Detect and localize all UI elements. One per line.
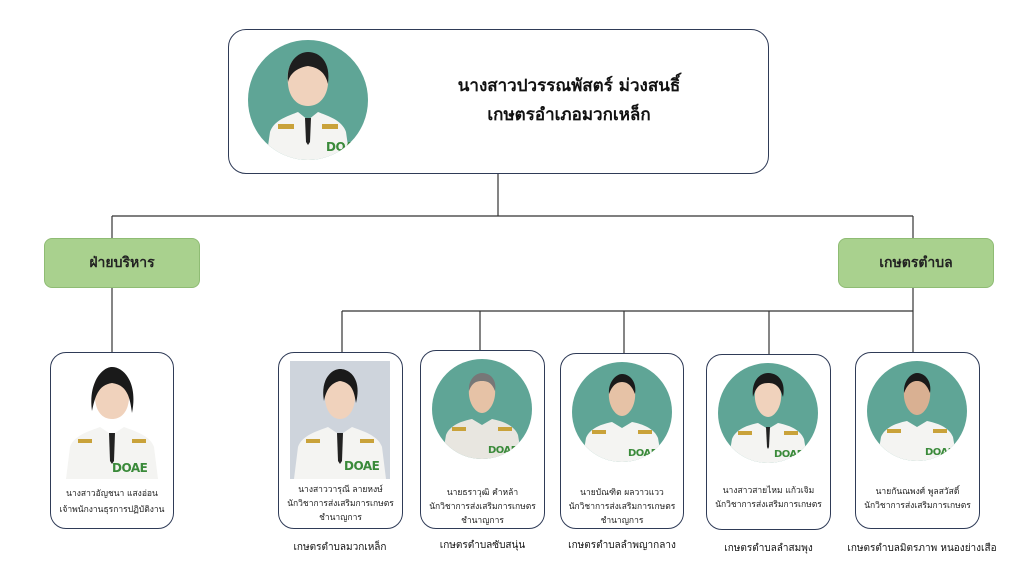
- staff-card-4: DOAE นางสาวสายไหม แก้วเจิม นักวิชาการส่ง…: [706, 354, 831, 530]
- staff-position: นักวิชาการส่งเสริมการเกษตร: [864, 501, 971, 511]
- doae-logo: DOAE: [925, 447, 955, 458]
- person-icon: [877, 373, 957, 461]
- person-icon: [66, 367, 158, 479]
- staff-name: นายกันณพงศ์ พูลสวัสดิ์: [875, 487, 960, 497]
- staff-photo: DOAE: [718, 363, 818, 463]
- staff-level: ชำนาญการ: [600, 516, 644, 526]
- staff-photo: DOAE: [572, 362, 672, 462]
- head-photo: DOAE: [248, 40, 368, 160]
- staff-card-2: DOAE นายธราวุฒิ คำหล้า นักวิชาการส่งเสริ…: [420, 350, 545, 529]
- staff-photo: DOAE: [62, 361, 162, 479]
- head-name: นางสาวปวรรณพัสตร์ ม่วงสนธิ์: [457, 76, 681, 96]
- area-label: เกษตรตำบลซับสนุ่น: [439, 540, 526, 551]
- staff-name: นายบัณฑิต ผลวาวแวว: [580, 488, 664, 498]
- area-label: เกษตรตำบลลำพญากลาง: [568, 540, 676, 551]
- doae-logo: DOAE: [112, 461, 148, 475]
- staff-position: เจ้าพนักงานธุรการปฏิบัติงาน: [59, 505, 165, 515]
- doae-logo: DOAE: [628, 448, 658, 459]
- staff-position: นักวิชาการส่งเสริมการเกษตร: [568, 502, 676, 512]
- dept-field: เกษตรตำบล: [838, 238, 994, 288]
- person-icon: [582, 374, 662, 462]
- staff-card-3: DOAE นายบัณฑิต ผลวาวแวว นักวิชาการส่งเสร…: [560, 353, 684, 529]
- area-label: เกษตรตำบลลำสมพุง: [724, 543, 813, 554]
- doae-logo: DOAE: [774, 449, 804, 460]
- head-title: นางสาวปวรรณพัสตร์ ม่วงสนธิ์ เกษตรอำเภอมว…: [379, 72, 759, 130]
- staff-card-5: DOAE นายกันณพงศ์ พูลสวัสดิ์ นักวิชาการส่…: [855, 352, 980, 529]
- staff-name: นางสาวอัญชนา แสงอ่อน: [66, 489, 158, 499]
- staff-name: นายธราวุฒิ คำหล้า: [446, 488, 519, 498]
- staff-position: นักวิชาการส่งเสริมการเกษตร: [287, 499, 394, 509]
- staff-photo: DOAE: [867, 361, 967, 461]
- area-label: เกษตรตำบลมวกเหล็ก: [293, 542, 387, 553]
- staff-photo: DOAE: [290, 361, 390, 479]
- head-position: เกษตรอำเภอมวกเหล็ก: [487, 105, 651, 125]
- staff-card-admin: DOAE นางสาวอัญชนา แสงอ่อน เจ้าพนักงานธุร…: [50, 352, 174, 529]
- doae-logo: DOAE: [488, 445, 518, 456]
- staff-photo: DOAE: [432, 359, 532, 459]
- staff-position: นักวิชาการส่งเสริมการเกษตร: [715, 500, 822, 510]
- dept-admin: ฝ่ายบริหาร: [44, 238, 200, 288]
- staff-level: ชำนาญการ: [461, 516, 504, 526]
- person-icon: [294, 369, 386, 479]
- head-box: DOAE นางสาวปวรรณพัสตร์ ม่วงสนธิ์ เกษตรอำ…: [228, 29, 769, 174]
- person-icon: [728, 373, 808, 463]
- staff-name: นางสาวสายไหม แก้วเจิม: [722, 486, 815, 496]
- doae-logo: DOAE: [326, 140, 362, 154]
- staff-level: ชำนาญการ: [319, 513, 362, 523]
- staff-position: นักวิชาการส่งเสริมการเกษตร: [429, 502, 536, 512]
- staff-card-1: DOAE นางสาววารุณี ลายหงษ์ นักวิชาการส่งเ…: [278, 352, 403, 529]
- staff-name: นางสาววารุณี ลายหงษ์: [298, 485, 383, 495]
- doae-logo: DOAE: [344, 459, 380, 473]
- person-icon: [442, 373, 522, 459]
- person-icon: [266, 52, 350, 160]
- area-label: เกษตรตำบลมิตรภาพ หนองย่างเสือ: [847, 543, 997, 554]
